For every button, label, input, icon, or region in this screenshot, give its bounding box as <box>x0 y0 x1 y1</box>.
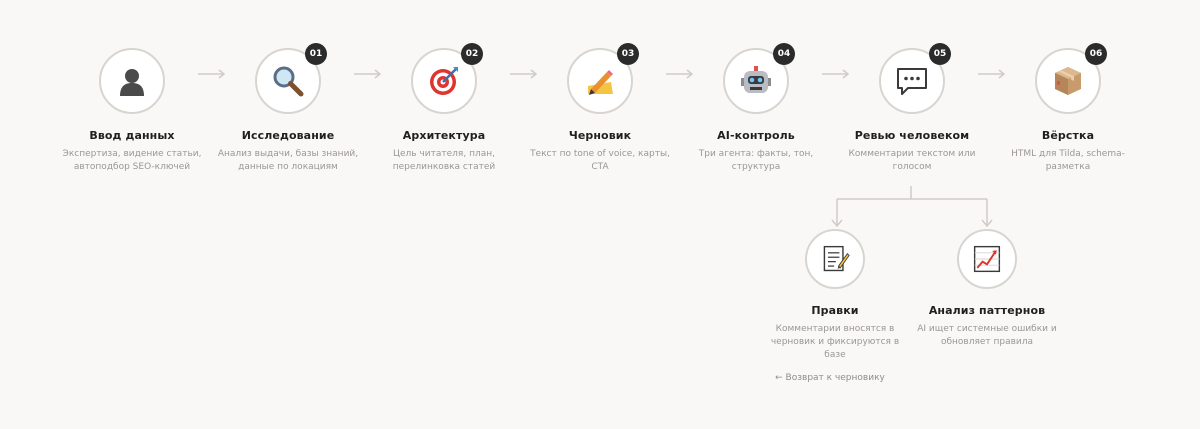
step-title: Вёрстка <box>1041 129 1095 142</box>
branch-description: Комментарии вносятся в черновик и фиксир… <box>770 324 900 360</box>
pencil-writing-icon <box>583 64 617 98</box>
target-icon <box>427 64 461 98</box>
speech-bubble-icon <box>895 64 929 98</box>
step-title: Ревью человеком <box>854 129 970 142</box>
step-draft: 03 Черновик Текст по tone of voice, карт… <box>525 43 675 174</box>
step-description: Три агента: факты, тон, структура <box>698 149 814 172</box>
step-research: 01 Исследование Анализ выдачи, базы знан… <box>213 43 363 174</box>
step-architecture: 02 Архитектура Цель читателя, план, пере… <box>369 43 519 174</box>
step-badge: 05 <box>929 43 951 65</box>
arrow-right-icon <box>666 69 694 79</box>
step-description: Текст по tone of voice, карты, CTA <box>530 149 670 172</box>
step-input: Ввод данных Экспертиза, видение статьи, … <box>57 48 207 174</box>
branch-title: Анализ паттернов <box>928 304 1046 317</box>
step-description: Экспертиза, видение статьи, автоподбор S… <box>62 149 202 172</box>
arrow-right-icon <box>822 69 850 79</box>
branch-description: AI ищет системные ошибки и обновляет пра… <box>917 324 1057 347</box>
memo-icon <box>820 244 850 274</box>
step-badge: 04 <box>773 43 795 65</box>
step-title: Ввод данных <box>89 129 175 142</box>
branch-circle <box>957 229 1017 289</box>
branch-title: Правки <box>811 304 859 317</box>
step-badge: 01 <box>305 43 327 65</box>
step-description: Цель читателя, план, перелинковка статей <box>392 149 496 172</box>
step-badge: 06 <box>1085 43 1107 65</box>
return-to-draft-link[interactable]: ← Возврат к черновику <box>775 373 885 383</box>
step-ai-control: 04 AI-контроль Три агента: факты, тон, с… <box>681 43 831 174</box>
step-human-review: 05 Ревью человеком Комментарии текстом и… <box>837 43 987 174</box>
branch-pattern-analysis: Анализ паттернов AI ищет системные ошибк… <box>912 229 1062 349</box>
step-badge: 02 <box>461 43 483 65</box>
step-layout: 06 Вёрстка HTML для Tilda, schema-размет… <box>993 43 1143 174</box>
arrow-right-icon <box>198 69 226 79</box>
step-title: AI-контроль <box>717 129 795 142</box>
package-icon <box>1051 64 1085 98</box>
arrow-right-icon <box>978 69 1006 79</box>
step-description: Комментарии текстом или голосом <box>848 149 976 172</box>
branch-edits: Правки Комментарии вносятся в черновик и… <box>760 229 910 362</box>
step-circle: 05 <box>879 43 951 114</box>
step-badge: 03 <box>617 43 639 65</box>
step-circle: 02 <box>411 43 483 114</box>
step-circle: 06 <box>1035 43 1107 114</box>
arrow-right-icon <box>354 69 382 79</box>
branch-circle <box>805 229 865 289</box>
step-description: Анализ выдачи, базы знаний, данные по ло… <box>217 149 359 172</box>
step-circle: 01 <box>255 43 327 114</box>
step-title: Исследование <box>241 129 335 142</box>
chart-increasing-icon <box>972 244 1002 274</box>
step-circle: 03 <box>567 43 639 114</box>
step-description: HTML для Tilda, schema-разметка <box>1011 149 1125 172</box>
robot-icon <box>739 64 773 98</box>
magnifier-icon <box>271 64 305 98</box>
step-circle: 04 <box>723 43 795 114</box>
step-title: Черновик <box>568 129 632 142</box>
step-circle <box>99 48 165 114</box>
person-silhouette-icon <box>115 64 149 98</box>
step-title: Архитектура <box>402 129 486 142</box>
arrow-right-icon <box>510 69 538 79</box>
